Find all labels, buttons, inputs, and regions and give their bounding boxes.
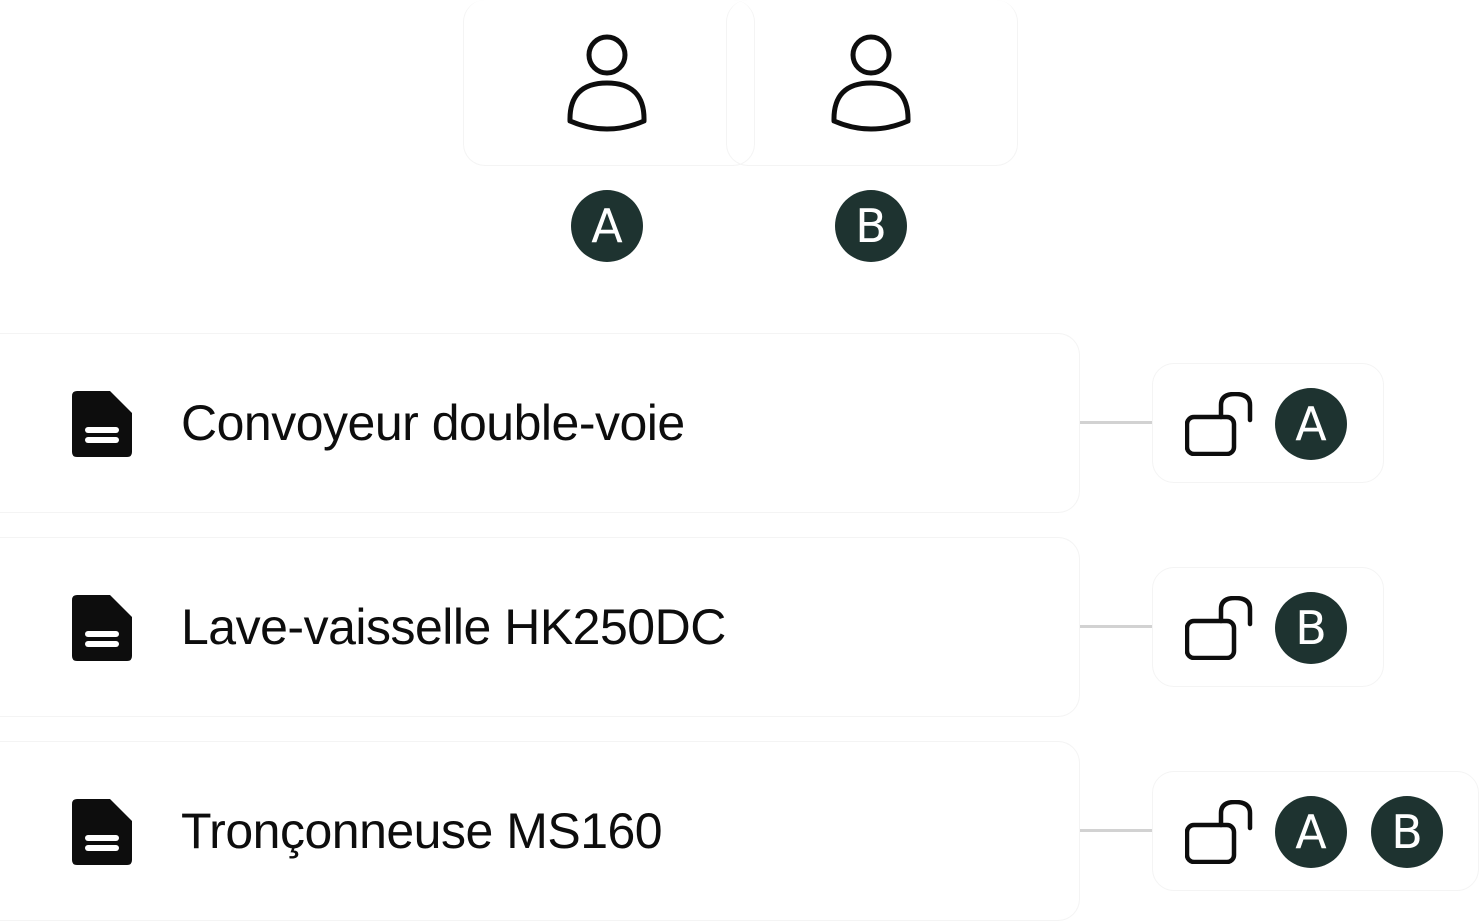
assignee-badge-a[interactable]: A	[1275, 388, 1347, 460]
document-icon	[72, 595, 132, 661]
document-icon	[72, 391, 132, 457]
assignee-badge-b[interactable]: B	[1371, 796, 1443, 868]
user-card-b[interactable]	[726, 0, 1018, 166]
user-badge-b[interactable]: B	[835, 190, 907, 262]
assignee-pill[interactable]	[1152, 567, 1384, 687]
user-icon	[831, 34, 911, 132]
unlocked-icon[interactable]	[1185, 800, 1255, 864]
user-card-a[interactable]	[463, 0, 755, 166]
connector-line	[1080, 625, 1152, 628]
unlocked-icon[interactable]	[1185, 392, 1255, 456]
user-badge-a[interactable]: A	[571, 190, 643, 262]
unlocked-icon[interactable]	[1185, 596, 1255, 660]
list-item[interactable]	[0, 537, 1080, 717]
user-icon	[567, 34, 647, 132]
item-title: Tronçonneuse MS160	[181, 803, 663, 859]
connector-line	[1080, 829, 1152, 832]
list-item[interactable]	[0, 741, 1080, 921]
connector-line	[1080, 421, 1152, 424]
item-title: Convoyeur double-voie	[181, 395, 685, 451]
document-icon	[72, 799, 132, 865]
assignee-pill[interactable]	[1152, 363, 1384, 483]
list-item[interactable]	[0, 333, 1080, 513]
item-title: Lave-vaisselle HK250DC	[181, 599, 726, 655]
assignee-badge-b[interactable]: B	[1275, 592, 1347, 664]
assignee-badge-a[interactable]: A	[1275, 796, 1347, 868]
